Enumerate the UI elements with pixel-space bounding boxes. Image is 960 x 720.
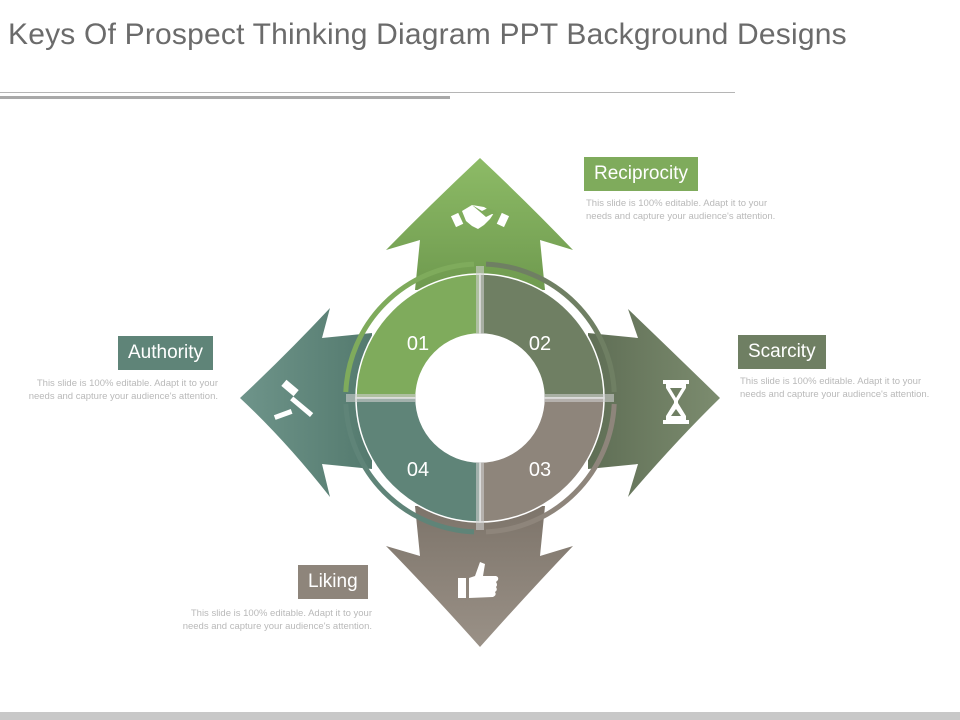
title-rule-thin <box>0 92 735 93</box>
gavel-icon <box>273 379 314 420</box>
handshake-icon <box>450 205 510 229</box>
ring-arc-04 <box>343 403 475 535</box>
separator-horizontal-right <box>544 394 614 402</box>
liking-description: This slide is 100% editable. Adapt it to… <box>182 608 372 632</box>
separator-vertical-bottom <box>476 462 484 530</box>
scarcity-description: This slide is 100% editable. Adapt it to… <box>740 376 930 400</box>
segment-02-number: 02 <box>529 333 551 355</box>
scarcity-label: Scarcity <box>738 335 826 369</box>
segment-04-number: 04 <box>407 459 429 481</box>
ring-arc-02 <box>485 261 617 393</box>
segment-01-number: 01 <box>407 333 429 355</box>
donut-hole <box>417 335 543 461</box>
separator-vertical-top <box>476 266 484 334</box>
arrow-right <box>588 309 720 497</box>
segment-03 <box>479 397 605 523</box>
authority-label: Authority <box>118 336 213 370</box>
title-rule-thick <box>0 96 450 99</box>
page-title: Keys Of Prospect Thinking Diagram PPT Ba… <box>8 18 847 51</box>
reciprocity-label: Reciprocity <box>584 157 698 191</box>
separator-horizontal-left <box>346 394 416 402</box>
liking-label: Liking <box>298 565 368 599</box>
segment-03-number: 03 <box>529 459 551 481</box>
segment-01 <box>355 273 481 399</box>
ring-arc-03 <box>485 403 617 535</box>
segment-04 <box>355 397 481 523</box>
segment-02 <box>479 273 605 399</box>
arrow-left <box>240 308 372 497</box>
authority-description: This slide is 100% editable. Adapt it to… <box>28 378 218 402</box>
thumbs-up-icon <box>458 562 499 598</box>
ring-arc-01 <box>343 261 475 393</box>
footer-bar <box>0 712 960 720</box>
hourglass-icon <box>663 380 689 424</box>
reciprocity-description: This slide is 100% editable. Adapt it to… <box>586 198 776 222</box>
